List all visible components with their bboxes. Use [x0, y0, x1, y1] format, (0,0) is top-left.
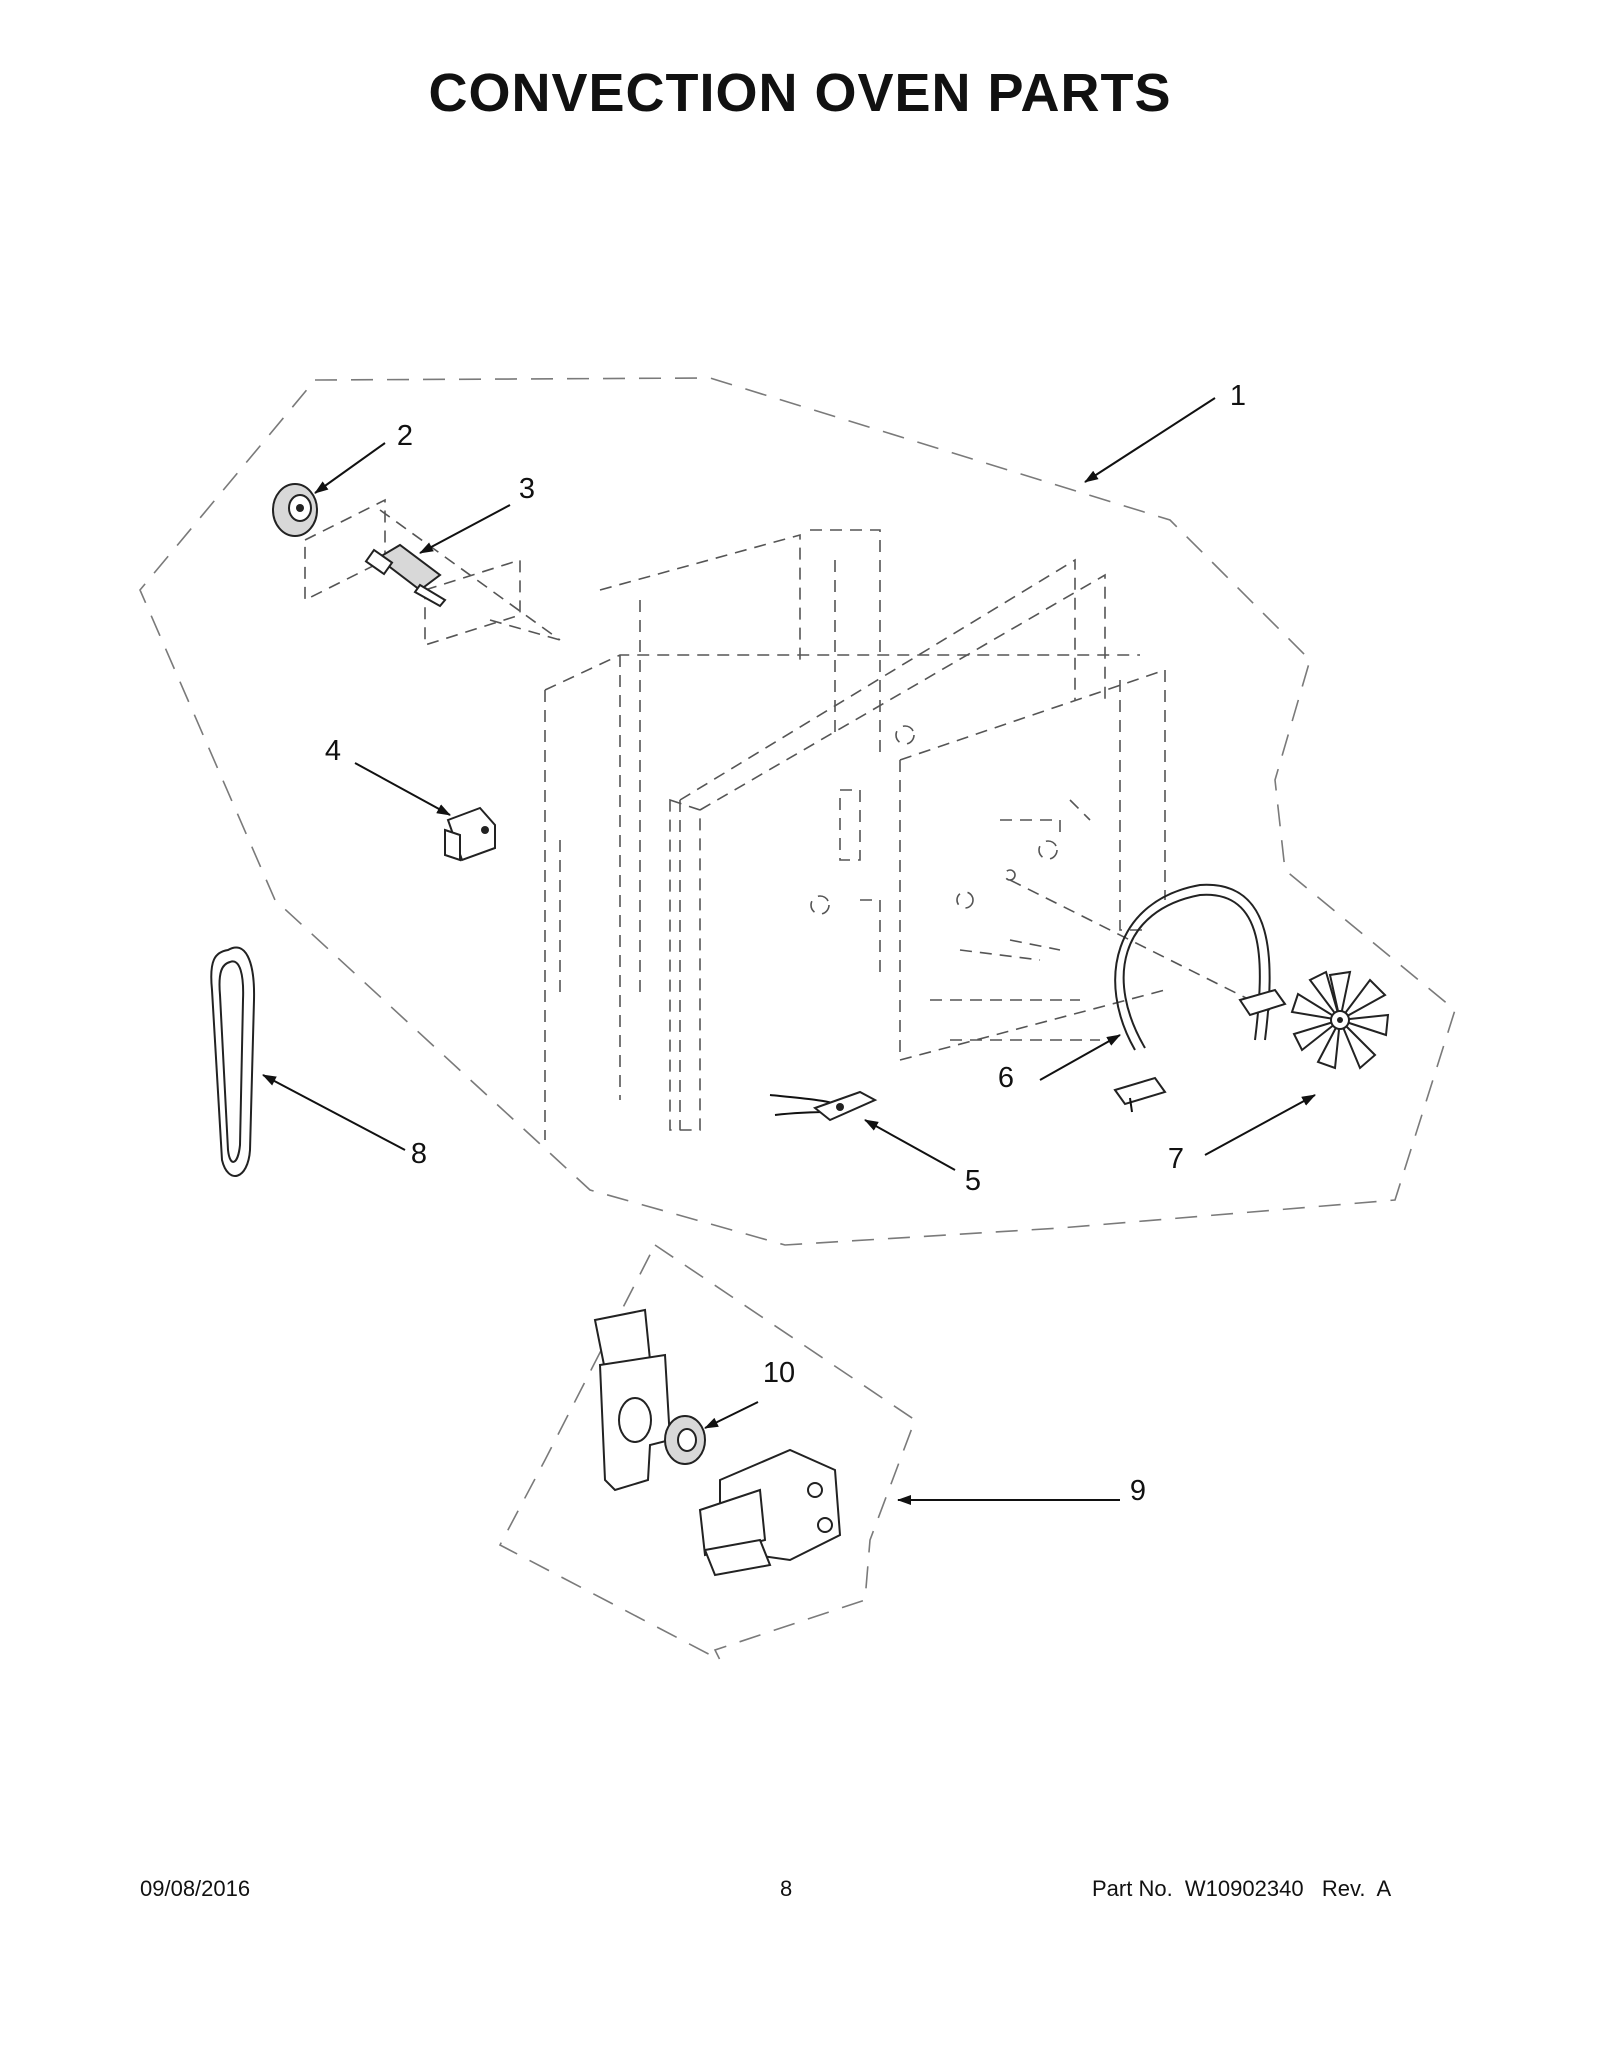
callout-2: 2	[397, 420, 413, 452]
pulley-part	[272, 483, 318, 537]
upper-group-boundary	[139, 377, 1456, 1246]
callout-3: 3	[519, 473, 535, 505]
motor-pulley-part	[664, 1415, 706, 1465]
drive-belt-part	[210, 946, 256, 1177]
oven-cavity-housing	[489, 529, 1271, 1140]
lower-group-boundary	[498, 1243, 916, 1662]
callout-9: 9	[1130, 1475, 1146, 1507]
callout-10: 10	[763, 1357, 795, 1389]
convection-element-part	[1113, 883, 1287, 1113]
shaft-part	[364, 543, 447, 608]
callout-leaders	[262, 397, 1316, 1505]
sensor-part	[769, 1090, 878, 1122]
callout-8: 8	[411, 1138, 427, 1170]
motor-part	[593, 1308, 842, 1577]
fan-blade-part	[1290, 970, 1390, 1070]
callout-6: 6	[998, 1062, 1014, 1094]
footer-part-number: Part No. W10902340 Rev. A	[1092, 1876, 1392, 1901]
footer-date: 09/08/2016	[140, 1876, 251, 1901]
callout-5: 5	[965, 1165, 981, 1197]
callout-7: 7	[1168, 1143, 1184, 1175]
callout-1: 1	[1230, 380, 1246, 412]
page-title: CONVECTION OVEN PARTS	[428, 63, 1172, 123]
thermostat-clip-part	[444, 806, 496, 862]
callout-4: 4	[325, 735, 341, 767]
footer-page-number: 8	[780, 1876, 793, 1901]
